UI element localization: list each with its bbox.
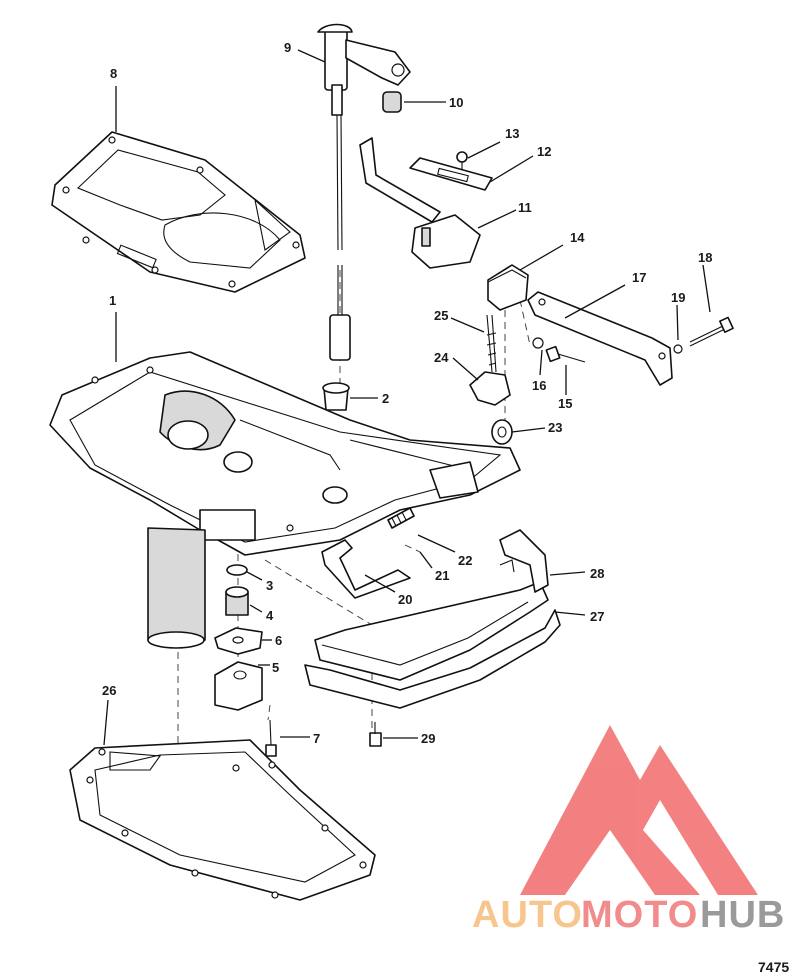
long-bolt [689,316,734,347]
stud-bolt [486,314,497,373]
callout-17: 17 [632,270,646,285]
callout-19: 19 [671,290,685,305]
spring [387,507,415,529]
callout-11: 11 [518,200,532,215]
callout-23: 23 [548,420,562,435]
short-bolt [545,345,586,363]
callout-12: 12 [537,144,551,159]
callout-18: 18 [698,250,712,265]
callout-25: 25 [434,308,448,323]
upper-gasket [51,131,306,293]
callout-10: 10 [449,95,463,110]
callout-2: 2 [382,391,389,406]
logo-triangle [520,725,758,895]
washer [673,344,683,354]
callout-numbers: 1 2 3 4 5 6 7 8 9 10 11 12 13 14 15 16 1… [102,40,712,746]
callout-4: 4 [266,608,274,623]
figure-number: 7475 [758,959,789,975]
adapter-plate [49,351,521,556]
clamp [469,371,511,406]
rubber-seals [304,529,561,709]
callout-5: 5 [272,660,279,675]
callout-14: 14 [570,230,585,245]
shift-block [487,264,529,311]
retainer-plate [409,157,493,191]
callout-22: 22 [458,553,472,568]
callout-13: 13 [505,126,519,141]
bracket-arm [527,291,673,386]
bottom-screw [369,722,382,747]
watermark-auto: AUTO [472,894,583,936]
housing-tube [147,527,206,649]
roller [491,419,513,445]
callout-16: 16 [532,378,546,393]
watermark-text: AUTO MOTO HUB [472,894,785,936]
callout-1: 1 [109,293,116,308]
callout-8: 8 [110,66,117,81]
callout-6: 6 [275,633,282,648]
callout-29: 29 [421,731,435,746]
lower-stack [214,564,277,757]
lower-gasket [69,739,376,901]
callout-7: 7 [313,731,320,746]
pin [404,544,421,553]
grommet [322,382,350,411]
leader-lines [103,49,711,746]
bushing [382,91,402,113]
shift-shaft [317,23,411,361]
callout-21: 21 [435,568,449,583]
callout-28: 28 [590,566,604,581]
shift-linkage [359,137,481,269]
watermark-logo [520,725,758,895]
callout-20: 20 [398,592,412,607]
small-washer [532,337,544,349]
callout-15: 15 [558,396,572,411]
watermark-hub: HUB [700,894,785,936]
callout-24: 24 [434,350,449,365]
callout-3: 3 [266,578,273,593]
callout-9: 9 [284,40,291,55]
link-rod [321,539,411,599]
callout-27: 27 [590,609,604,624]
callout-26: 26 [102,683,116,698]
watermark-moto: MOTO [581,894,698,936]
